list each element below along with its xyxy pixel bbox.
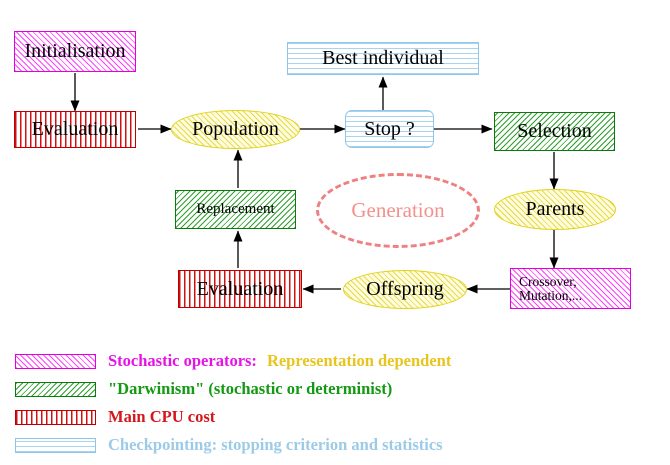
legend-row-checkpointing: Checkpointing: stopping criterion and st… [0,432,670,458]
node-replacement-label: Replacement [196,200,275,217]
node-variation-operators[interactable]: Crossover, Mutation,... [510,268,631,309]
node-evaluation-top-label: Evaluation [31,118,119,141]
node-selection-label: Selection [517,120,592,143]
node-best-individual-label: Best individual [322,47,444,70]
node-variation-operators-label: Crossover, Mutation,... [511,273,582,303]
legend-swatch-magenta-diagonal-hatch-icon [15,353,96,369]
node-population[interactable]: Population [171,110,300,149]
legend-swatch-blue-horizontal-hatch-icon [15,437,96,453]
node-stop[interactable]: Stop ? [345,110,434,148]
node-evaluation-bottom-label: Evaluation [196,277,284,300]
node-evaluation-bottom[interactable]: Evaluation [178,270,302,308]
legend-swatch-red-vertical-hatch-icon [15,409,96,425]
node-generation-group: Generation [316,173,480,248]
edge-layer [70,73,559,294]
legend-swatch-green-diagonal-hatch-icon [15,381,96,397]
legend-label-darwinism: "Darwinism" (stochastic or determinist) [108,379,393,398]
node-initialisation[interactable]: Initialisation [14,31,136,72]
node-variation-line1: Crossover, [519,273,577,289]
node-best-individual[interactable]: Best individual [287,42,479,75]
node-replacement[interactable]: Replacement [175,190,296,229]
legend-label-representation-dependent: Representation dependent [266,351,452,370]
node-initialisation-label: Initialisation [24,40,126,63]
node-parents[interactable]: Parents [494,189,616,230]
node-population-label: Population [192,118,279,141]
node-offspring-label: Offspring [366,278,444,301]
node-generation-label: Generation [351,198,445,222]
node-parents-label: Parents [525,198,585,221]
legend-row-cpu: Main CPU cost [0,404,670,430]
node-variation-line2: Mutation,... [519,287,582,303]
legend-row-stochastic: Stochastic operators: Representation dep… [0,348,670,374]
legend-label-cpu-cost: Main CPU cost [108,407,216,426]
legend-row-darwinism: "Darwinism" (stochastic or determinist) [0,376,670,402]
legend: Stochastic operators: Representation dep… [0,344,670,465]
node-stop-label: Stop ? [364,117,415,140]
legend-label-stochastic: Stochastic operators: [108,351,257,370]
node-selection[interactable]: Selection [494,112,615,151]
node-offspring[interactable]: Offspring [343,270,467,309]
legend-label-checkpointing: Checkpointing: stopping criterion and st… [108,435,443,454]
node-evaluation-top[interactable]: Evaluation [14,111,136,148]
